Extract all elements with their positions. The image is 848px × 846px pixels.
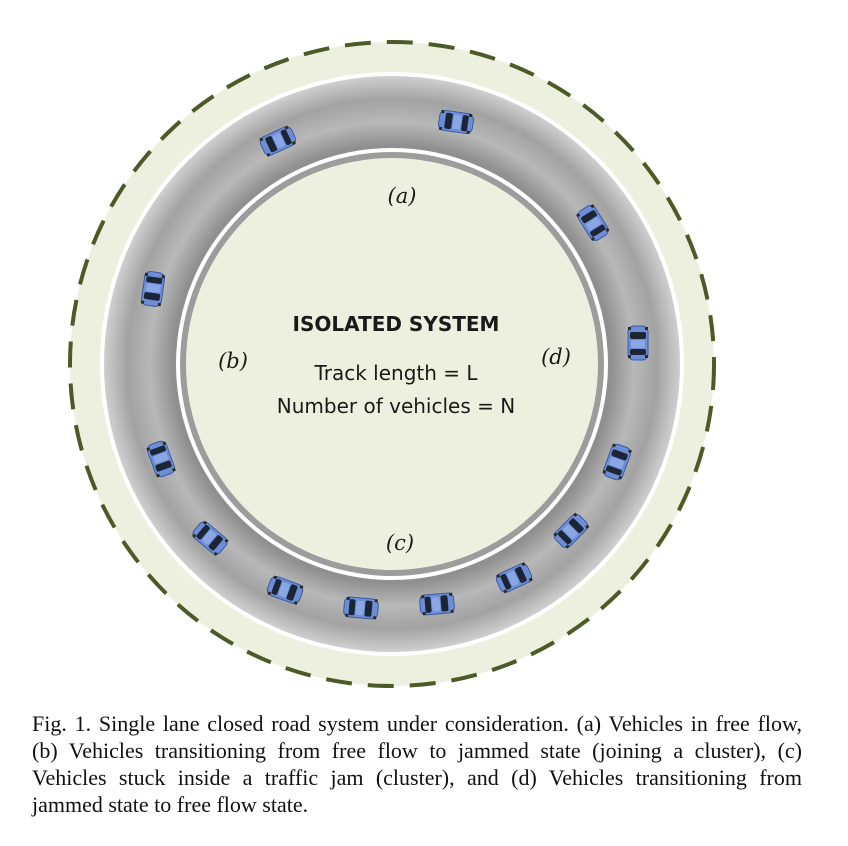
vehicle bbox=[437, 109, 475, 135]
vehicle-count-text: Number of vehicles = N bbox=[277, 394, 515, 418]
figure-caption: Fig. 1. Single lane closed road system u… bbox=[32, 711, 802, 817]
closed-road-diagram: (a) (b) (c) (d) ISOLATED SYSTEM Track le… bbox=[68, 40, 716, 688]
region-label-b: (b) bbox=[218, 349, 248, 373]
vehicle bbox=[342, 596, 380, 620]
inner-field bbox=[186, 158, 598, 570]
isolated-system-title: ISOLATED SYSTEM bbox=[293, 312, 500, 336]
vehicle bbox=[627, 325, 649, 361]
track-length-text: Track length = L bbox=[313, 361, 478, 385]
region-label-a: (a) bbox=[388, 184, 417, 208]
vehicle bbox=[418, 592, 456, 616]
region-label-d: (d) bbox=[541, 345, 571, 369]
region-label-c: (c) bbox=[386, 531, 414, 555]
vehicle bbox=[140, 270, 166, 308]
dashed-boundary bbox=[68, 40, 716, 688]
